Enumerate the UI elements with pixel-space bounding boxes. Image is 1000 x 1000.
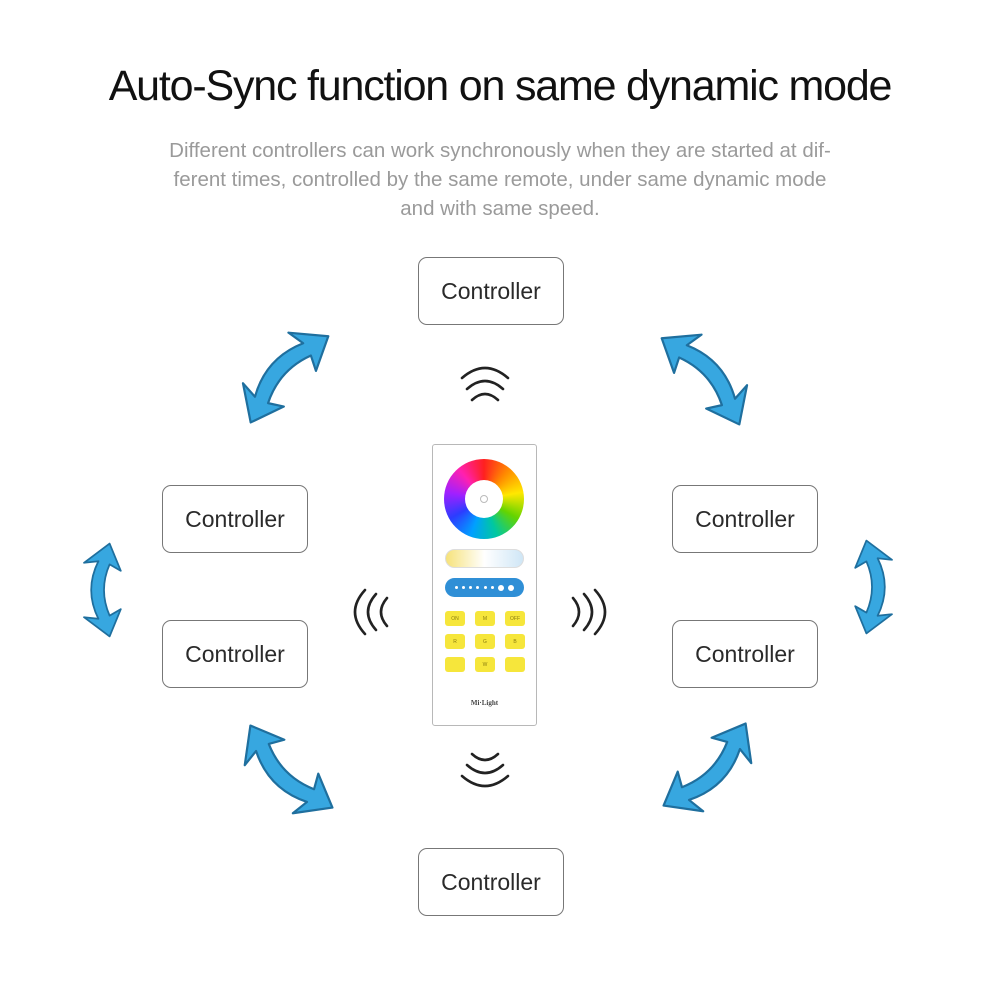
remote-key-g[interactable]: G [475,634,495,649]
controller-box-left-lower: Controller [162,620,308,688]
remote-control: ON M OFF R G B W Mi·Light [432,444,537,726]
remote-key-mode[interactable]: M [475,611,495,626]
double-arrow-icon [225,313,340,433]
remote-key-off[interactable]: OFF [505,611,525,626]
color-wheel[interactable] [444,459,524,539]
double-arrow-icon [650,315,765,435]
brightness-dot-icon [476,586,480,589]
wheel-center-dot-icon [480,495,488,503]
double-arrow-icon [83,542,122,638]
description-line: ferent times, controlled by the same rem… [173,168,827,191]
controller-box-left-upper: Controller [162,485,308,553]
remote-key-b[interactable]: B [505,634,525,649]
remote-keypad: ON M OFF R G B W [445,611,525,672]
brightness-dot-icon [507,584,514,591]
remote-key-speed-down[interactable] [445,657,465,672]
double-arrow-icon [226,714,344,832]
description: Different controllers can work synchrono… [100,136,900,223]
remote-key-w[interactable]: W [475,657,495,672]
controller-box-bottom: Controller [418,848,564,916]
brightness-dot-icon [483,586,487,589]
brightness-dot-icon [469,586,473,589]
controller-box-right-upper: Controller [672,485,818,553]
remote-key-speed-up[interactable] [505,657,525,672]
color-temperature-slider[interactable] [445,549,524,568]
double-arrow-icon [854,539,893,635]
description-line: and with same speed. [400,197,600,220]
signal-wave-icon [460,752,510,788]
remote-key-r[interactable]: R [445,634,465,649]
brightness-dot-icon [497,584,504,591]
color-wheel-center [465,480,503,518]
brightness-dot-icon [462,586,466,589]
brightness-slider[interactable] [445,578,524,597]
signal-wave-icon [460,366,510,402]
remote-key-on[interactable]: ON [445,611,465,626]
double-arrow-icon [652,712,770,830]
signal-wave-icon [571,588,607,636]
brightness-dot-icon [490,586,494,589]
controller-box-top: Controller [418,257,564,325]
signal-wave-icon [353,588,389,636]
remote-brand-label: Mi·Light [470,699,499,707]
description-line: Different controllers can work synchrono… [169,139,831,162]
controller-box-right-lower: Controller [672,620,818,688]
page-title: Auto-Sync function on same dynamic mode [108,62,893,110]
brightness-dot-icon [455,586,459,589]
